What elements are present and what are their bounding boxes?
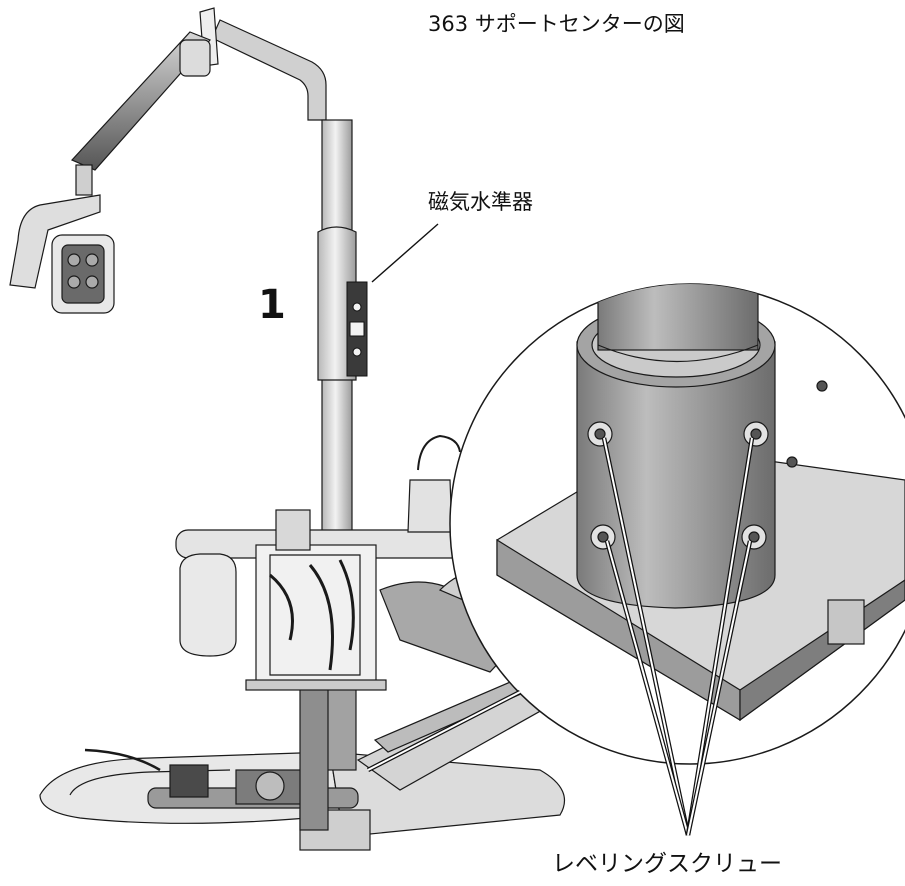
leveling-screw-label: レベリングスクリュー [552, 851, 782, 877]
support-pole [211, 19, 357, 831]
figure-title: 363 サポートセンターの図 [428, 12, 685, 36]
magnetic-level-tool [346, 281, 368, 377]
leader-lines [366, 223, 755, 836]
magnetic-level-label: 磁気水準器 [428, 190, 533, 214]
operating-light [9, 7, 219, 314]
leveling-screw-heads [587, 421, 769, 550]
step-number-label: 1 [258, 282, 286, 328]
detail-magnifier [449, 283, 905, 765]
delivery-crossbar [175, 434, 467, 691]
